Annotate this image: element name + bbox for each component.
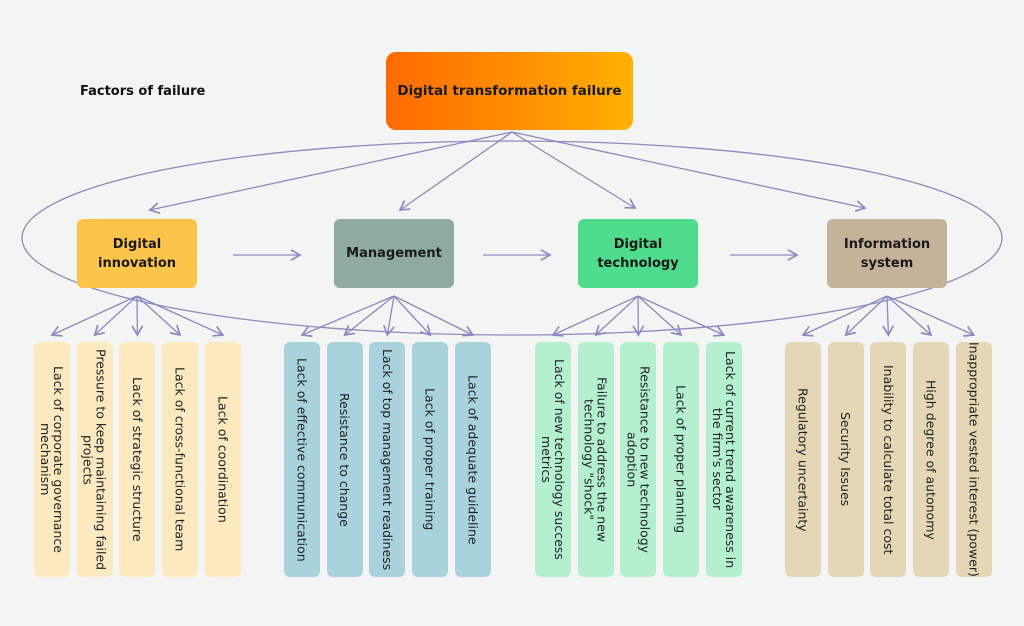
branch-arrow: [882, 295, 895, 337]
factor-label: Lack of proper planning: [673, 385, 689, 534]
factor-label: Failure to address the new technology "s…: [581, 376, 610, 543]
factor-label: Inability to calculate total cost: [880, 364, 896, 555]
management-factor: Lack of top management readiness: [369, 342, 406, 577]
factor-label: Lack of proper training: [422, 388, 438, 531]
branch-arrow: [594, 295, 639, 337]
root-arrow: [398, 131, 513, 211]
branch-arrow: [50, 295, 138, 337]
factor-label: Security Issues: [838, 412, 854, 507]
diagram-heading: Factors of failure: [80, 84, 206, 99]
branch-arrow: [637, 295, 726, 337]
branch-arrow: [300, 295, 395, 338]
factor-label: Regulatory uncertainty: [795, 387, 811, 532]
branch-arrow: [844, 295, 888, 337]
digital-technology-factor: Failure to address the new technology "s…: [577, 342, 614, 577]
branch-arrow: [886, 295, 933, 337]
digital-technology-factor: Resistance to new technology adoption: [620, 342, 657, 577]
branch-arrow: [886, 295, 976, 337]
branch-arrow: [136, 295, 225, 337]
information-system-factor: Inappropriate vested interest (power): [955, 342, 992, 577]
management-node: Management: [334, 219, 454, 288]
root-arrow: [511, 131, 867, 212]
digital-innovation-factor: Lack of strategic structure: [119, 342, 156, 577]
branch-arrow: [382, 295, 395, 337]
digital-technology-node: Digital technology: [578, 219, 698, 288]
information-system-factor: Regulatory uncertainty: [785, 342, 821, 577]
factor-label: Resistance to change: [337, 392, 353, 527]
digital-innovation-factor: Lack of corporate governance mechanism: [34, 342, 70, 577]
branch-arrow: [393, 295, 432, 337]
factor-label: Lack of new technology success metrics: [539, 359, 567, 560]
branch-arrow: [93, 295, 138, 337]
information-system-factor: Security Issues: [827, 342, 864, 577]
management-factor: Lack of adequate guideline: [454, 342, 491, 577]
factor-label: Lack of adequate guideline: [465, 374, 481, 545]
factor-label: Lack of coordination: [215, 396, 231, 523]
factor-label: Lack of current trend awareness in the f…: [709, 350, 738, 569]
branch-arrow: [136, 295, 182, 337]
factor-label: High degree of autonomy: [923, 379, 939, 540]
information-system-node: Information system: [827, 219, 947, 288]
factor-label: Lack of corporate governance mechanism: [38, 366, 66, 553]
management-factor: Resistance to change: [326, 342, 363, 577]
root-node: Digital transformation failure: [386, 52, 633, 130]
digital-technology-factor: Lack of current trend awareness in the f…: [705, 342, 742, 577]
digital-innovation-factor: Lack of cross-functional team: [162, 342, 199, 577]
branch-arrow: [637, 295, 683, 337]
branch-arrow: [343, 295, 395, 337]
management-factor: Lack of effective communication: [284, 342, 320, 577]
branch-arrow: [801, 295, 888, 337]
root-arrow: [511, 131, 637, 209]
digital-innovation-factor: Pressure to keep maintaining failed proj…: [76, 342, 113, 577]
factor-label: Resistance to new technology adoption: [624, 365, 653, 554]
root-arrow: [148, 131, 513, 214]
information-system-factor: Inability to calculate total cost: [870, 342, 907, 577]
digital-innovation-factor: Lack of coordination: [204, 342, 241, 577]
digital-technology-factor: Lack of new technology success metrics: [535, 342, 571, 577]
management-factor: Lack of proper training: [412, 342, 449, 577]
factor-label: Lack of top management readiness: [379, 348, 395, 571]
factor-label: Lack of cross-functional team: [172, 367, 188, 552]
branch-arrow: [393, 295, 475, 337]
factor-label: Inappropriate vested interest (power): [966, 342, 982, 577]
factor-label: Pressure to keep maintaining failed proj…: [80, 348, 109, 571]
information-system-factor: High degree of autonomy: [913, 342, 950, 577]
factor-label: Lack of strategic structure: [129, 377, 145, 542]
digital-innovation-node: Digital innovation: [77, 219, 197, 288]
digital-technology-factor: Lack of proper planning: [663, 342, 700, 577]
grouping-ellipse: [21, 140, 1003, 336]
branch-arrow: [551, 295, 639, 337]
factor-label: Lack of effective communication: [294, 357, 310, 562]
